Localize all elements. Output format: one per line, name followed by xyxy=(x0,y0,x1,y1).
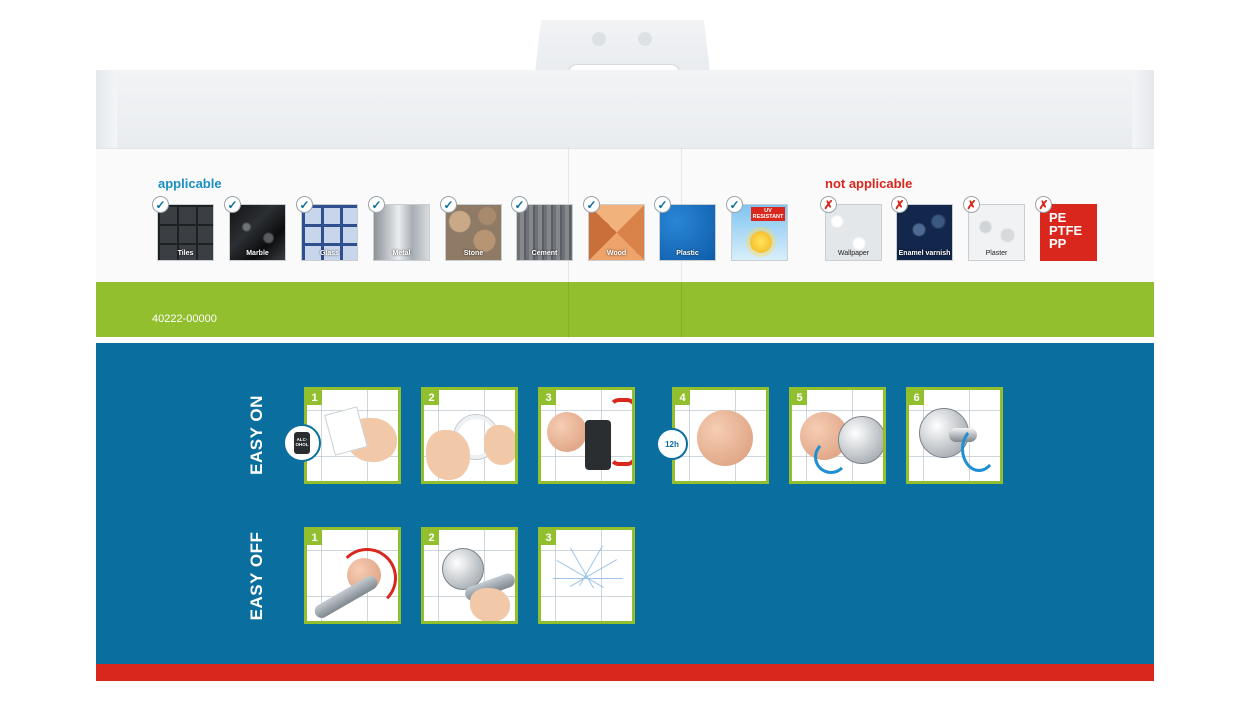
step-number: 1 xyxy=(307,530,322,545)
easy-off-step-2: 2 xyxy=(421,527,518,624)
plastics-label: PE PTFE PP xyxy=(1049,210,1083,251)
step-number: 3 xyxy=(541,530,556,545)
hang-tab-dot xyxy=(592,32,606,46)
surface-label: Glass xyxy=(319,250,340,257)
not-applicable-heading: not applicable xyxy=(825,176,913,191)
mounting-tool-illustration xyxy=(585,420,611,470)
surface-plastic: Plastic xyxy=(659,204,716,261)
easy-on-step-2: 2 xyxy=(421,387,518,484)
check-icon: ✓ xyxy=(654,196,671,213)
easy-on-step-1: 1 xyxy=(304,387,401,484)
surface-cement: Cement xyxy=(516,204,573,261)
surface-label: Metal xyxy=(392,250,411,257)
box-lid xyxy=(117,70,1132,148)
step-number: 4 xyxy=(675,390,690,405)
hand-illustration xyxy=(484,425,515,465)
check-icon: ✓ xyxy=(440,196,457,213)
red-stripe xyxy=(96,664,1154,681)
article-number: 40222-00000 xyxy=(152,313,217,325)
check-icon: ✓ xyxy=(368,196,385,213)
box-lid-side xyxy=(96,70,117,150)
surface-label: Plastic xyxy=(676,250,699,257)
surface-enamel-varnish: Enamel varnish xyxy=(896,204,953,261)
step-number: 3 xyxy=(541,390,556,405)
rotate-arrow-icon xyxy=(337,548,397,608)
surface-label: Tiles xyxy=(177,250,194,257)
surface-uv-resistant: UV RESISTANT xyxy=(731,204,788,261)
surface-label: Stone xyxy=(463,250,484,257)
surface-tiles: Tiles xyxy=(157,204,214,261)
surface-label: Wallpaper xyxy=(837,250,870,257)
check-icon: ✓ xyxy=(726,196,743,213)
surface-marble: Marble xyxy=(229,204,286,261)
easy-on-step-4: 4 xyxy=(672,387,769,484)
surface-wood: Wood xyxy=(588,204,645,261)
surface-pe-ptfe-pp: PE PTFE PP xyxy=(1040,204,1097,261)
applicable-heading: applicable xyxy=(158,176,222,191)
cross-icon: ✗ xyxy=(1035,196,1052,213)
cross-icon: ✗ xyxy=(963,196,980,213)
surface-glass: Glass xyxy=(301,204,358,261)
check-icon: ✓ xyxy=(583,196,600,213)
surface-label: Marble xyxy=(246,250,269,257)
adhesive-disc-illustration xyxy=(547,412,587,452)
easy-off-step-1: 1 xyxy=(304,527,401,624)
wait-badge: 12h xyxy=(656,428,688,460)
step-number: 2 xyxy=(424,390,439,405)
cross-icon: ✗ xyxy=(891,196,908,213)
surface-metal: Metal xyxy=(373,204,430,261)
easy-off-label: EASY OFF xyxy=(247,531,266,621)
green-stripe xyxy=(96,282,1154,337)
easy-on-step-3: 3 xyxy=(538,387,635,484)
surface-label: Cement xyxy=(531,250,558,257)
uv-resistant-label: UV RESISTANT xyxy=(751,207,785,221)
rotate-arrow-icon xyxy=(961,426,997,472)
step-number: 2 xyxy=(424,530,439,545)
surface-label: Enamel varnish xyxy=(898,250,951,257)
alcohol-bottle-icon: ALC-OHOL xyxy=(294,432,310,454)
hand-illustration xyxy=(470,588,510,621)
step-number: 1 xyxy=(307,390,322,405)
easy-on-label: EASY ON xyxy=(247,395,266,475)
surface-label: Plaster xyxy=(985,250,1008,257)
surface-wallpaper: Wallpaper xyxy=(825,204,882,261)
cloth-illustration xyxy=(324,406,368,456)
check-icon: ✓ xyxy=(152,196,169,213)
rotate-arrow-icon xyxy=(814,440,848,474)
check-icon: ✓ xyxy=(224,196,241,213)
easy-on-step-6: 6 xyxy=(906,387,1003,484)
easy-on-step-5: 5 xyxy=(789,387,886,484)
easy-off-step-3: 3 xyxy=(538,527,635,624)
step-number: 5 xyxy=(792,390,807,405)
hang-tab-dot xyxy=(638,32,652,46)
release-lever-illustration xyxy=(609,398,632,466)
alcohol-bottle-badge: ALC-OHOL xyxy=(283,424,321,462)
cross-icon: ✗ xyxy=(820,196,837,213)
check-icon: ✓ xyxy=(511,196,528,213)
surface-label: Wood xyxy=(606,250,627,257)
hook-plate-illustration xyxy=(838,416,883,464)
surface-plaster: Plaster xyxy=(968,204,1025,261)
box-lid-side xyxy=(1132,70,1154,150)
hand-illustration xyxy=(426,430,470,480)
step-number: 6 xyxy=(909,390,924,405)
sun-icon xyxy=(750,231,772,253)
check-icon: ✓ xyxy=(296,196,313,213)
surface-stone: Stone xyxy=(445,204,502,261)
adhesive-disc-illustration xyxy=(697,410,753,466)
